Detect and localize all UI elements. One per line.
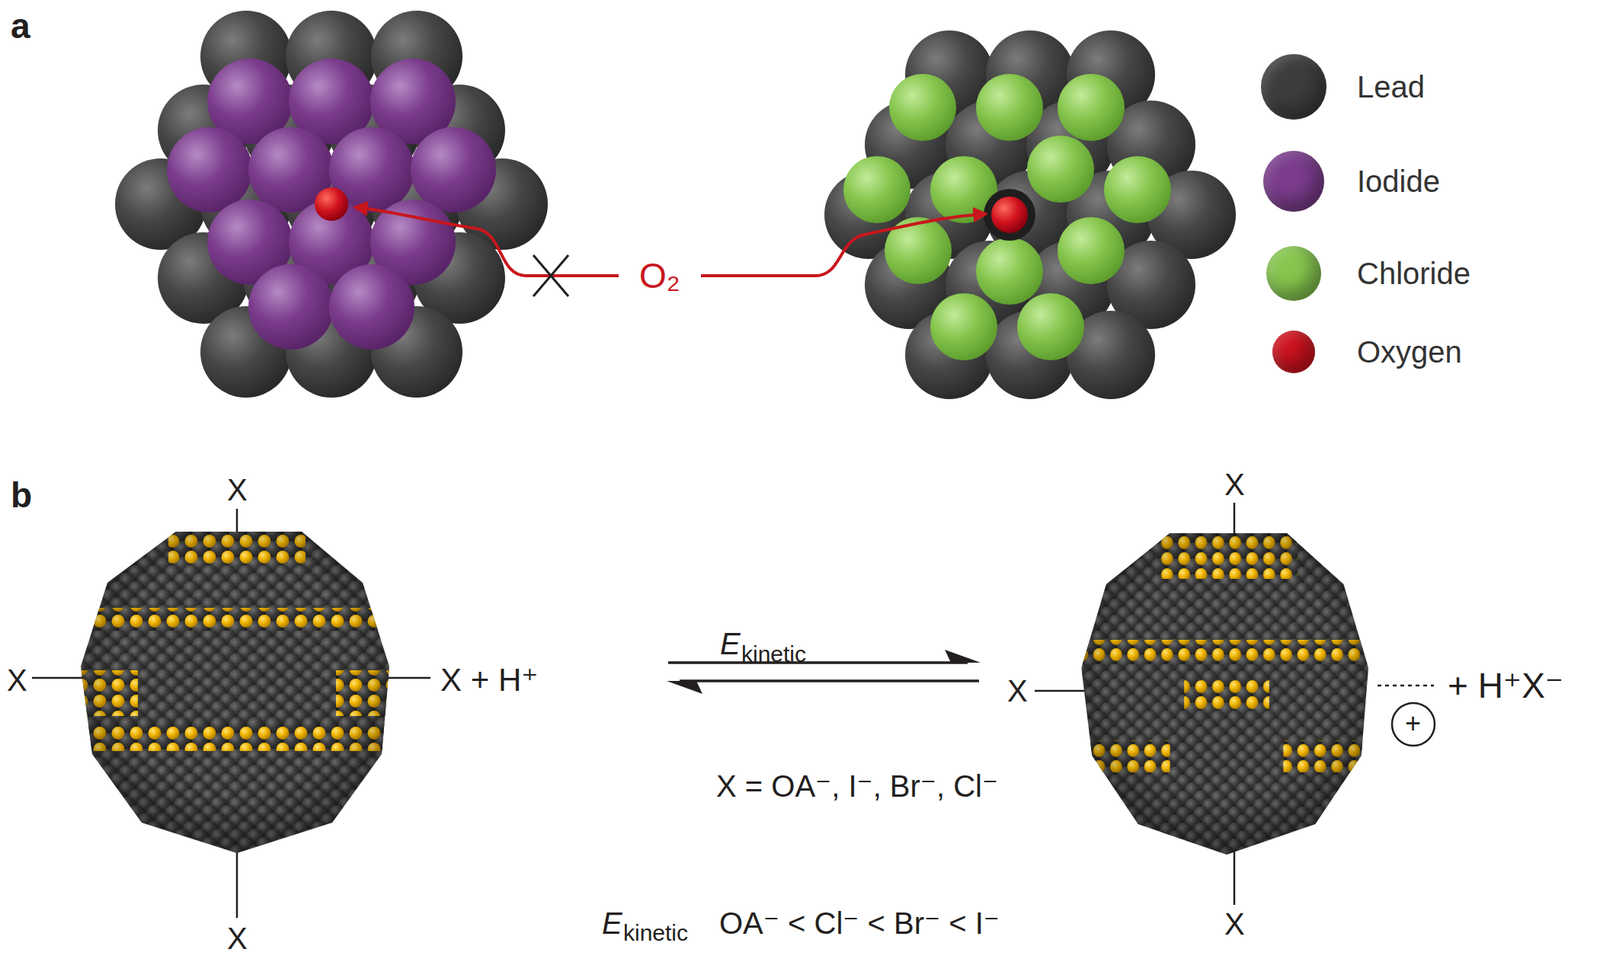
iodide-atom — [166, 127, 253, 213]
legend-label: Chloride — [1356, 256, 1471, 291]
chloride-atom — [843, 156, 911, 224]
product-label: + H⁺X⁻ — [1447, 666, 1564, 706]
forward-arrowhead — [944, 649, 981, 663]
block-cross — [533, 255, 569, 297]
chloride-atom — [1104, 156, 1172, 224]
chloride-atom — [930, 293, 998, 361]
ligand-label: X — [227, 473, 248, 507]
nanocrystal — [1070, 527, 1383, 863]
oxygen-atom — [314, 187, 349, 221]
chloride-atom — [976, 73, 1044, 141]
chloride-atom — [1057, 217, 1125, 285]
vacancy-hole — [983, 188, 1036, 241]
legend-swatch — [1272, 330, 1316, 374]
energy-order: OA⁻ < Cl⁻ < Br⁻ < I⁻ — [719, 906, 1000, 941]
chloride-atom — [1017, 293, 1085, 361]
lead-surface — [69, 525, 405, 861]
chloride-atom — [1057, 73, 1125, 141]
reverse-arrowhead — [666, 681, 703, 695]
iodide-atom — [329, 264, 415, 350]
ligand-label: X — [1224, 467, 1245, 502]
legend-label: Iodide — [1356, 164, 1440, 199]
reverse-arrow — [679, 679, 980, 683]
legend-swatch — [1260, 54, 1327, 120]
lead-surface — [1070, 527, 1383, 863]
blocked-arrow — [355, 207, 619, 276]
ligand-label: X — [227, 921, 248, 956]
dangling-bond — [1377, 684, 1434, 688]
chloride-atom — [1027, 135, 1095, 203]
energy-symbol: E — [720, 627, 741, 661]
lead-iodide-cluster — [115, 10, 548, 398]
molecule-label: O₂ — [639, 256, 681, 296]
charge-circle — [1392, 703, 1435, 746]
iodide-atom — [410, 127, 496, 213]
ligand-definition: X = OA⁻, I⁻, Br⁻, Cl⁻ — [716, 769, 999, 804]
forward-arrow — [668, 661, 968, 665]
nanocrystal — [69, 525, 405, 861]
chloride-atom — [889, 73, 957, 141]
chloride-atom — [976, 237, 1044, 305]
legend-swatch — [1263, 150, 1325, 212]
panel-label: a — [10, 6, 31, 46]
block-cross — [533, 255, 569, 297]
oxygen-atom — [991, 196, 1028, 234]
shading — [69, 525, 405, 861]
equilibrium-arrows — [666, 649, 981, 695]
iodide-atom — [248, 264, 334, 350]
entry-arrow — [700, 214, 986, 276]
shading — [1070, 527, 1383, 863]
energy-subscript: kinetic — [623, 920, 688, 946]
energy-subscript: kinetic — [741, 641, 807, 667]
ligand-bonds — [32, 502, 1434, 919]
ligand-label: X — [6, 663, 28, 698]
ligand-label: X — [1224, 907, 1245, 941]
charge-sign: + — [1404, 708, 1421, 740]
legend-label: Lead — [1356, 70, 1425, 104]
legend-swatch — [1266, 246, 1322, 301]
lead-chloride-cluster — [824, 30, 1236, 400]
ligand-label: X — [1007, 674, 1028, 708]
panel-label: b — [10, 476, 32, 516]
reactant-label: X + H⁺ — [440, 662, 538, 698]
energy-symbol: E — [601, 906, 623, 941]
legend-label: Oxygen — [1356, 335, 1463, 369]
